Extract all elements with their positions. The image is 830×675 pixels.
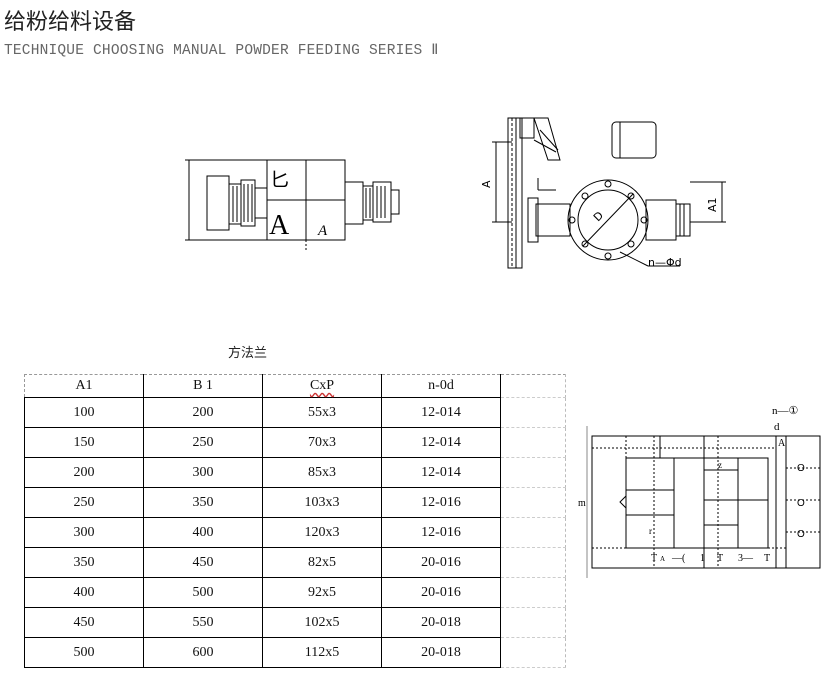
cell-a1: 300 [24, 517, 144, 548]
table-row: 100 200 55x3 12-014 [24, 397, 566, 428]
flange-bottom-label: —( [671, 553, 686, 564]
cell-blank [500, 457, 566, 488]
cell-b1: 600 [143, 637, 263, 668]
flange-bottom-label: T [651, 553, 657, 564]
cell-blank [500, 547, 566, 578]
flange-bottom-label: T [764, 553, 770, 564]
cell-a1: 200 [24, 457, 144, 488]
flange-label-a: A [778, 438, 786, 449]
cell-b1: 400 [143, 517, 263, 548]
cell-nd: 12-014 [381, 457, 501, 488]
header-nd: n-0d [381, 374, 501, 398]
flange-bottom-label: 3— [738, 553, 754, 564]
cell-b1: 550 [143, 607, 263, 638]
flange-label-r: r [649, 526, 652, 536]
flange-label-o2: O [797, 498, 805, 509]
cell-cxp: 102x5 [262, 607, 382, 638]
cell-blank [500, 427, 566, 458]
left-glyph-small: A [317, 223, 328, 239]
header-cxp-text: CxP [309, 378, 335, 393]
cell-nd: 12-016 [381, 487, 501, 518]
flange-label-o3: O [797, 529, 805, 540]
page-title: 给粉给料设备 [4, 10, 137, 35]
table-row: 450 550 102x5 20-018 [24, 607, 566, 638]
table-row: 400 500 92x5 20-016 [24, 577, 566, 608]
cell-cxp: 70x3 [262, 427, 382, 458]
cell-b1: 200 [143, 397, 263, 428]
cell-cxp: 120x3 [262, 517, 382, 548]
table-header-row: A1 B 1 CxP n-0d [24, 374, 566, 398]
page-subtitle: TECHNIQUE CHOOSING MANUAL POWDER FEEDING… [4, 43, 439, 59]
header-cxp: CxP [262, 374, 382, 398]
cell-b1: 450 [143, 547, 263, 578]
cell-nd: 20-016 [381, 577, 501, 608]
table-row: 300 400 120x3 12-016 [24, 517, 566, 548]
cell-blank [500, 607, 566, 638]
flange-bottom-label: T [717, 553, 723, 564]
flange-label-n: n—① [772, 405, 799, 417]
cell-blank [500, 487, 566, 518]
cell-cxp: 55x3 [262, 397, 382, 428]
table-row: 150 250 70x3 12-014 [24, 427, 566, 458]
cell-cxp: 85x3 [262, 457, 382, 488]
cell-b1: 350 [143, 487, 263, 518]
flange-label-z: z [718, 460, 722, 470]
table-row: 500 600 112x5 20-018 [24, 637, 566, 668]
table-caption: 方法兰 [228, 346, 268, 361]
header-a1: A1 [24, 374, 144, 398]
cell-blank [500, 637, 566, 668]
header-blank [500, 374, 566, 398]
cell-a1: 350 [24, 547, 144, 578]
cell-a1: 500 [24, 637, 144, 668]
header-b1: B 1 [143, 374, 263, 398]
cell-a1: 400 [24, 577, 144, 608]
cell-nd: 20-018 [381, 607, 501, 638]
flange-label-m: m [578, 498, 586, 509]
cell-cxp: 82x5 [262, 547, 382, 578]
flange-bottom-label: A [660, 555, 665, 563]
cell-b1: 300 [143, 457, 263, 488]
table-row: 250 350 103x3 12-016 [24, 487, 566, 518]
right-label-a: A [480, 180, 493, 188]
cell-a1: 450 [24, 607, 144, 638]
cell-blank [500, 517, 566, 548]
flange-label-d: d [774, 421, 780, 433]
left-glyph-big: A [269, 210, 290, 241]
cell-cxp: 103x3 [262, 487, 382, 518]
cell-cxp: 92x5 [262, 577, 382, 608]
cell-nd: 12-014 [381, 427, 501, 458]
cell-nd: 12-016 [381, 517, 501, 548]
cell-nd: 20-018 [381, 637, 501, 668]
cell-blank [500, 397, 566, 428]
flange-spec-table: A1 B 1 CxP n-0d 100 200 55x3 12-014 150 … [24, 374, 566, 668]
cell-a1: 100 [24, 397, 144, 428]
left-glyph-top: 匕 [270, 169, 289, 191]
cell-cxp: 112x5 [262, 637, 382, 668]
right-label-n: n—Φd [648, 256, 682, 269]
cell-nd: 12-014 [381, 397, 501, 428]
cell-b1: 250 [143, 427, 263, 458]
flange-label-o1: O [797, 463, 805, 474]
cell-a1: 250 [24, 487, 144, 518]
right-label-a1: A1 [706, 197, 719, 212]
cell-blank [500, 577, 566, 608]
table-row: 200 300 85x3 12-014 [24, 457, 566, 488]
cell-nd: 20-016 [381, 547, 501, 578]
cell-a1: 150 [24, 427, 144, 458]
flange-bottom-label: 1 [700, 553, 705, 564]
cell-b1: 500 [143, 577, 263, 608]
table-row: 350 450 82x5 20-016 [24, 547, 566, 578]
